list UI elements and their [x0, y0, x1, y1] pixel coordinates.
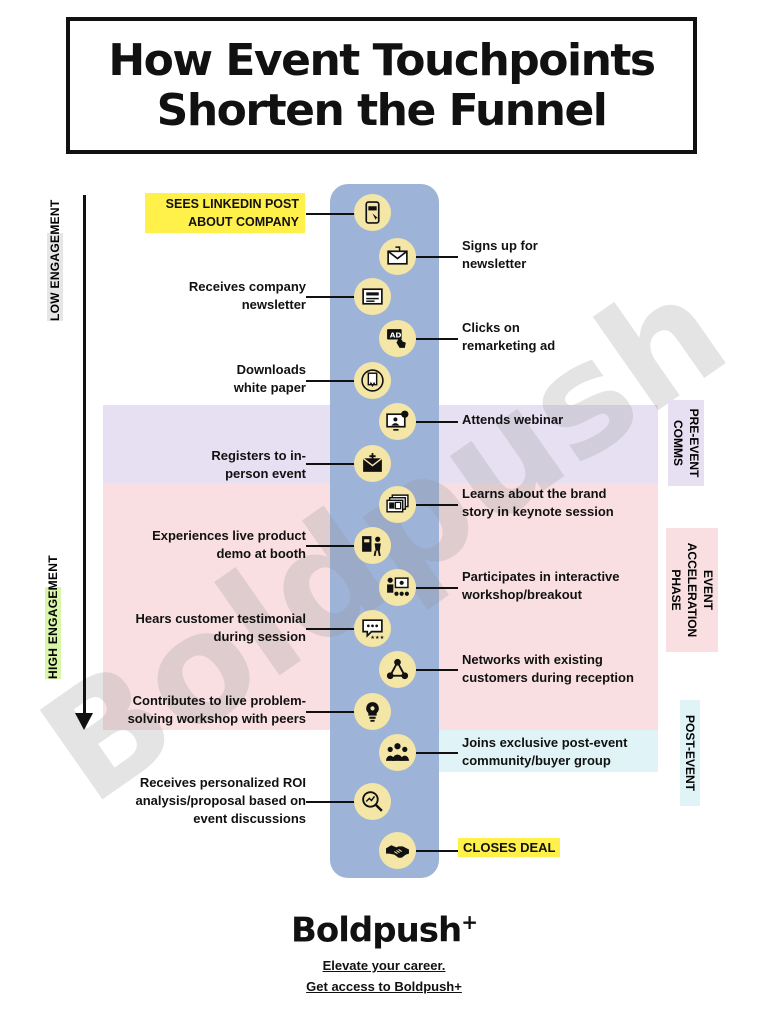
- phone-post-icon: [364, 200, 380, 224]
- product-demo-icon: [361, 535, 381, 556]
- touchpoint-label: Attends webinar: [462, 412, 564, 427]
- touchpoint-node: [353, 526, 391, 564]
- connector-line: [306, 213, 356, 215]
- touchpoint-node: [353, 692, 391, 730]
- connector-line: [416, 587, 458, 589]
- connector-line: [416, 752, 458, 754]
- touchpoint-label: CLOSES DEAL: [458, 838, 578, 857]
- connector-line: [306, 801, 356, 803]
- connector-line: [416, 256, 458, 258]
- brand-plus: +: [461, 910, 478, 934]
- envelope-icon: [386, 245, 408, 265]
- testimonial-chat-icon: ★★★★: [361, 618, 385, 640]
- touchpoint-node: AD: [378, 319, 416, 357]
- connector-line: [416, 669, 458, 671]
- touchpoint-text: CLOSES DEAL: [458, 838, 561, 857]
- lightbulb-icon: [365, 701, 379, 722]
- touchpoint-node: [378, 485, 416, 523]
- touchpoint-node: [378, 831, 416, 869]
- engagement-arrow-line: [83, 195, 86, 715]
- roi-analysis-icon: [361, 790, 383, 812]
- connector-line: [416, 421, 458, 423]
- keynote-slides-icon: [385, 493, 409, 513]
- touchpoint-node: [378, 733, 416, 771]
- title-box: How Event Touchpoints Shorten the Funnel: [66, 17, 697, 154]
- touchpoint-node: [353, 277, 391, 315]
- event-acceleration-label: EVENT ACCELERATION PHASE: [666, 528, 718, 652]
- connector-line: [306, 380, 356, 382]
- connector-line: [416, 504, 458, 506]
- connector-line: [416, 338, 458, 340]
- high-engagement-label: HIGH ENGAGEMENT: [45, 555, 61, 679]
- touchpoint-label: Hears customer testimonial during sessio…: [135, 611, 306, 644]
- touchpoint-label: Experiences live product demo at booth: [152, 528, 306, 561]
- touchpoint-node: [353, 782, 391, 820]
- touchpoint-label: Contributes to live problem-solving work…: [127, 693, 306, 726]
- post-event-label: POST-EVENT: [680, 700, 700, 806]
- touchpoint-node: [378, 650, 416, 688]
- event-acceleration-text: EVENT ACCELERATION PHASE: [669, 542, 715, 638]
- low-engagement-label: LOW ENGAGEMENT: [47, 199, 63, 321]
- engagement-arrow-head: [75, 713, 93, 730]
- svg-text:AD: AD: [389, 330, 401, 339]
- svg-text:★★★★: ★★★★: [370, 634, 385, 640]
- pre-event-comms-label: PRE-EVENT COMMS: [668, 400, 704, 486]
- connector-line: [306, 296, 356, 298]
- touchpoint-label: Receives personalized ROI analysis/propo…: [135, 775, 307, 826]
- boldpush-plus-link[interactable]: Get access to Boldpush+: [306, 979, 462, 994]
- connector-line: [416, 850, 458, 852]
- touchpoint-label: Joins exclusive post-event community/buy…: [462, 735, 628, 768]
- touchpoint-label: SEES LINKEDIN POST ABOUT COMPANY: [145, 193, 305, 233]
- touchpoint-label: Registers to in-person event: [211, 448, 306, 481]
- touchpoint-label: Receives company newsletter: [188, 279, 306, 312]
- connector-line: [306, 463, 356, 465]
- brand-name: Boldpush: [290, 910, 462, 951]
- touchpoint-node: [378, 402, 416, 440]
- touchpoint-node: [378, 568, 416, 606]
- pre-event-comms-text: PRE-EVENT COMMS: [671, 408, 701, 478]
- touchpoint-label: Signs up for newsletter: [462, 238, 538, 271]
- touchpoint-node: ★★★★: [353, 609, 391, 647]
- connector-line: [306, 628, 356, 630]
- touchpoint-label: Clicks on remarketing ad: [462, 320, 556, 353]
- touchpoint-label: Learns about the brand story in keynote …: [462, 486, 614, 519]
- download-document-icon: [360, 368, 384, 392]
- touchpoint-node: [353, 193, 391, 231]
- title-line-2: Shorten the Funnel: [156, 84, 608, 136]
- registration-envelope-icon: [362, 452, 382, 472]
- touchpoint-node: [353, 361, 391, 399]
- touchpoint-node: [353, 444, 391, 482]
- post-event-text: POST-EVENT: [683, 714, 697, 791]
- connector-line: [306, 711, 356, 713]
- network-icon: [386, 658, 408, 679]
- handshake-icon: [385, 844, 409, 858]
- ad-click-icon: AD: [386, 328, 406, 348]
- touchpoint-label: Networks with existing customers during …: [462, 652, 634, 685]
- touchpoint-text: SEES LINKEDIN POST ABOUT COMPANY: [145, 193, 305, 233]
- community-icon: [385, 742, 409, 761]
- connector-line: [306, 545, 356, 547]
- newsletter-icon: [361, 287, 383, 305]
- touchpoint-label: Participates in interactive workshop/bre…: [462, 569, 620, 602]
- post-event-band: [438, 730, 658, 772]
- touchpoint-node: [378, 237, 416, 275]
- boldpush-logo: Boldpush+: [0, 910, 768, 950]
- elevate-career-link[interactable]: Elevate your career.: [322, 958, 446, 973]
- title-line-1: How Event Touchpoints: [108, 34, 656, 86]
- webinar-icon: [385, 410, 408, 431]
- touchpoint-label: Downloads white paper: [233, 362, 306, 395]
- workshop-icon: [386, 576, 409, 596]
